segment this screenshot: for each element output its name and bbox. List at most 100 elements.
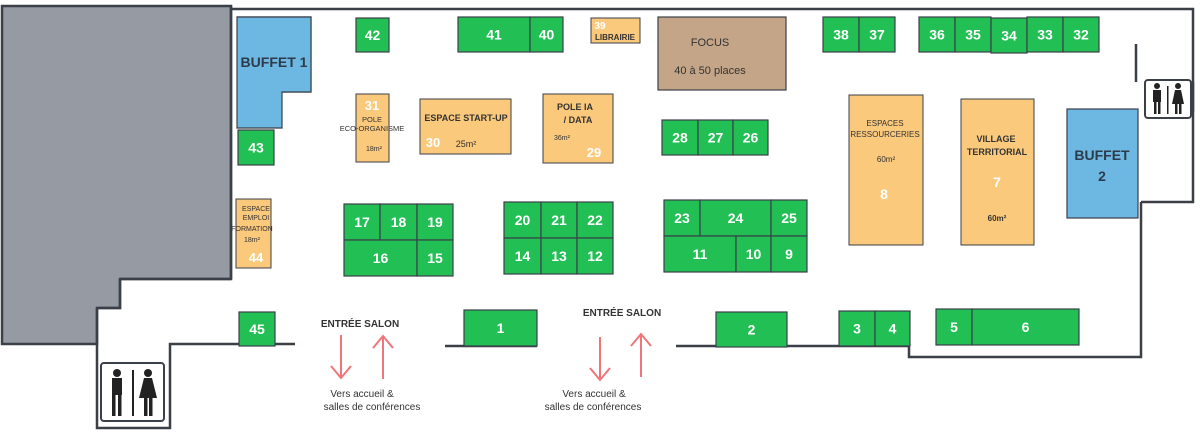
focus-room[interactable]: FOCUS 40 à 50 places	[657, 16, 787, 91]
stand-box	[697, 119, 734, 156]
entrance-left[interactable]: ENTRÉE SALON Vers accueil & salles de co…	[321, 317, 421, 413]
entrance-label: ENTRÉE SALON	[583, 306, 661, 319]
stand-box	[918, 16, 956, 53]
stand-box	[576, 201, 614, 239]
stand-43[interactable]: 43	[237, 129, 275, 166]
stand-number: 16	[373, 250, 389, 266]
stand-26[interactable]: 26	[732, 119, 769, 156]
stand-box	[576, 237, 614, 275]
stand-box	[663, 199, 701, 237]
stand-34[interactable]: 34	[990, 17, 1028, 54]
stand-3[interactable]: 3	[838, 310, 876, 347]
stand-18[interactable]: 18	[379, 203, 418, 241]
stand-13[interactable]: 13	[540, 237, 578, 275]
stand-number: 27	[708, 130, 724, 146]
stand-9[interactable]: 9	[770, 235, 808, 273]
buffet-1[interactable]: BUFFET 1	[236, 16, 312, 129]
stand-22[interactable]: 22	[576, 201, 614, 239]
arrow-down-icon	[330, 335, 352, 380]
stand-number: 29	[587, 145, 601, 160]
stand-11[interactable]: 11	[663, 235, 737, 273]
stand-number: 35	[965, 27, 981, 43]
stand-number: 45	[249, 321, 265, 337]
stand-box	[1062, 16, 1100, 53]
entrance-destination-1: Vers accueil &	[330, 389, 394, 400]
stand-32[interactable]: 32	[1062, 16, 1100, 53]
stand-40[interactable]: 40	[529, 16, 564, 53]
stand-number: 26	[743, 130, 759, 146]
stand-17[interactable]: 17	[343, 203, 381, 241]
stand-12[interactable]: 12	[576, 237, 614, 275]
restroom-icon	[100, 362, 165, 422]
stand-21[interactable]: 21	[540, 201, 578, 239]
stand-14[interactable]: 14	[503, 237, 542, 275]
stand-20[interactable]: 20	[503, 201, 542, 239]
stand-39-librairie[interactable]: 39 LIBRAIRIE	[590, 17, 641, 44]
stand-number: 31	[365, 98, 379, 113]
stand-number: 2	[748, 322, 756, 338]
stand-33[interactable]: 33	[1026, 16, 1064, 53]
stand-box	[529, 16, 564, 53]
stand-27[interactable]: 27	[697, 119, 734, 156]
stand-number: 13	[551, 248, 567, 264]
stand-box	[735, 235, 772, 273]
emploi-area: 18m²	[244, 237, 261, 244]
stand-number: 24	[728, 210, 744, 226]
startup-area: 25m²	[456, 139, 477, 149]
stand-36[interactable]: 36	[918, 16, 956, 53]
stand-42[interactable]: 42	[355, 17, 390, 53]
stand-23[interactable]: 23	[663, 199, 701, 237]
buffet-2[interactable]: BUFFET 2	[1066, 108, 1139, 219]
stand-number: 33	[1037, 27, 1053, 43]
stand-8-espaces-ressourceries[interactable]: ESPACES RESSOURCERIES 60m² 8	[848, 94, 924, 246]
stand-10[interactable]: 10	[735, 235, 772, 273]
stand-box	[463, 309, 538, 347]
stand-4[interactable]: 4	[874, 310, 911, 347]
stand-24[interactable]: 24	[699, 199, 772, 237]
stand-number: 25	[781, 210, 797, 226]
stand-number: 40	[539, 27, 555, 43]
stand-5[interactable]: 5	[935, 308, 973, 346]
ia-label-2: / DATA	[564, 115, 593, 125]
stand-44-espace-emploi-formation[interactable]: ESPACE EMPLOI FORMATION 18m² 44	[231, 198, 273, 269]
stand-37[interactable]: 37	[858, 16, 896, 53]
arrow-down-icon	[589, 337, 611, 382]
stand-number: 36	[929, 27, 945, 43]
stand-29-pole-ia-data[interactable]: POLE IA / DATA 36m² 29	[542, 93, 614, 164]
stand-1[interactable]: 1	[463, 309, 538, 347]
entrance-right[interactable]: ENTRÉE SALON Vers accueil & salles de co…	[545, 306, 662, 413]
stand-number: 28	[672, 130, 688, 146]
unavailable-area	[0, 4, 233, 346]
stand-15[interactable]: 15	[416, 239, 454, 277]
stand-16[interactable]: 16	[343, 239, 418, 277]
stand-box	[874, 310, 911, 347]
stand-box	[971, 308, 1080, 346]
stand-2[interactable]: 2	[715, 311, 788, 348]
buffet-2-label: BUFFET	[1074, 147, 1130, 163]
stand-30-espace-start-up[interactable]: ESPACE START-UP 30 25m²	[419, 98, 512, 155]
arrow-up-icon	[630, 332, 652, 377]
stand-41[interactable]: 41	[457, 16, 531, 53]
eco-label-1: POLE	[362, 115, 382, 124]
village-area: 60m²	[988, 214, 1007, 223]
stand-38[interactable]: 38	[822, 16, 860, 53]
stand-35[interactable]: 35	[954, 16, 992, 53]
stand-number: 6	[1022, 319, 1030, 335]
stand-box	[935, 308, 973, 346]
stand-box	[663, 235, 737, 273]
stand-number: 15	[427, 250, 443, 266]
stand-45[interactable]: 45	[238, 311, 276, 347]
stand-6[interactable]: 6	[971, 308, 1080, 346]
stand-31-pole-eco-organisme[interactable]: 31 POLE ECO-ORGANISME 18m²	[340, 93, 405, 163]
focus-capacity: 40 à 50 places	[674, 65, 746, 77]
stand-25[interactable]: 25	[770, 199, 808, 237]
stand-box	[238, 311, 276, 347]
stand-number: 8	[880, 186, 888, 202]
emploi-label-2: EMPLOI	[243, 215, 270, 222]
stand-number: 5	[950, 319, 958, 335]
stand-28[interactable]: 28	[661, 119, 699, 156]
stand-7-village-territorial[interactable]: VILLAGE TERRITORIAL 7 60m²	[960, 98, 1035, 246]
stand-number: 43	[248, 140, 264, 156]
stand-19[interactable]: 19	[416, 203, 454, 241]
